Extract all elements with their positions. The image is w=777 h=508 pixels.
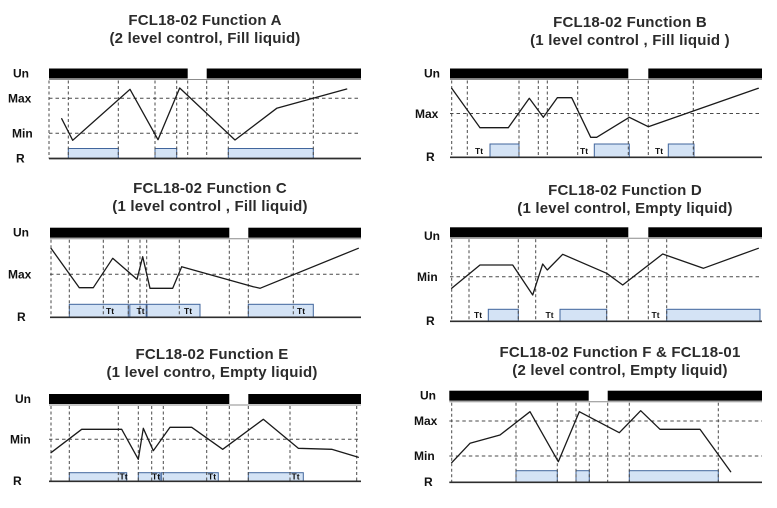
panel-title-line1: FCL18-02 Function E: [135, 346, 289, 363]
power-bar-segment: [248, 394, 361, 404]
power-bar-segment: [450, 227, 629, 238]
relay-on-box: [227, 148, 314, 159]
axis-label-r: R: [16, 152, 25, 166]
relay-on-box: [489, 143, 520, 158]
relay-on-box: [154, 148, 178, 159]
relay-on-box: [515, 470, 558, 483]
axis-label-min: Min: [10, 433, 31, 447]
panel-title-line2: (1 level control , Fill liquid ): [530, 32, 730, 49]
relay-on-box: [666, 308, 761, 322]
power-bar-segment: [49, 68, 188, 79]
axis-label-min: Min: [417, 270, 438, 284]
power-bar-segment: [648, 68, 762, 79]
signal-line: [61, 87, 348, 141]
relay-on-box: [559, 308, 608, 322]
axis-label-min: Min: [414, 449, 435, 463]
axis-label-un: Un: [13, 226, 29, 240]
relay-on-box: [628, 470, 719, 483]
power-bar-segment: [50, 227, 230, 238]
power-bar-segment: [450, 68, 629, 79]
signal-line: [451, 87, 759, 138]
tt-label: Tt: [137, 306, 145, 316]
relay-on-box: [667, 143, 695, 158]
panel-title-function-c: FCL18-02 Function C (1 level control , F…: [35, 180, 385, 216]
tt-label: Tt: [580, 146, 588, 156]
axis-label-r: R: [426, 314, 435, 328]
relay-on-box: [593, 143, 630, 158]
tt-label: Tt: [474, 310, 482, 320]
power-bar-segment: [449, 390, 589, 401]
axis-label-r: R: [424, 475, 433, 489]
panel-title-line2: (1 level control, Empty liquid): [517, 200, 733, 217]
tt-label: Tt: [546, 310, 554, 320]
panel-title-line1: FCL18-02 Function D: [548, 182, 702, 199]
relay-on-box: [487, 308, 519, 322]
panel-title-line2: (2 level control, Fill liquid): [109, 30, 301, 47]
axis-label-min: Min: [12, 127, 33, 141]
axis-label-r: R: [426, 150, 435, 164]
panel-title-function-d: FCL18-02 Function D (1 level control, Em…: [450, 182, 777, 218]
signal-line: [50, 418, 359, 460]
relay-on-box: [67, 148, 119, 159]
axis-label-un: Un: [13, 67, 29, 81]
tt-label: Tt: [208, 472, 216, 482]
tt-label: Tt: [120, 472, 128, 482]
axis-label-max: Max: [8, 268, 32, 282]
tt-label: Tt: [475, 146, 483, 156]
panel-title-function-f: FCL18-02 Function F & FCL18-01 (2 level …: [440, 344, 777, 380]
signal-line: [451, 247, 759, 296]
tt-label: Tt: [152, 472, 160, 482]
axis-label-un: Un: [420, 389, 436, 403]
axis-label-max: Max: [415, 107, 439, 121]
relay-on-box: [68, 303, 129, 318]
panel-title-line1: FCL18-02 Function B: [553, 14, 707, 31]
axis-label-r: R: [17, 310, 26, 324]
axis-label-un: Un: [15, 392, 31, 406]
signal-line: [50, 247, 359, 289]
axis-label-r: R: [13, 474, 22, 488]
axis-label-max: Max: [8, 92, 32, 106]
power-bar-segment: [206, 68, 361, 79]
panel-title-line2: (1 level contro, Empty liquid): [106, 364, 318, 381]
power-bar-segment: [248, 227, 361, 238]
panel-title-function-e: FCL18-02 Function E (1 level contro, Emp…: [37, 346, 387, 382]
signal-line: [451, 410, 732, 473]
panel-title-line1: FCL18-02 Function C: [133, 180, 287, 197]
axis-label-max: Max: [414, 414, 438, 428]
tt-label: Tt: [106, 306, 114, 316]
tt-label: Tt: [652, 310, 660, 320]
tt-label: Tt: [292, 472, 300, 482]
axis-label-un: Un: [424, 67, 440, 81]
panel-title-line1: FCL18-02 Function F & FCL18-01: [499, 344, 741, 361]
panel-title-function-b: FCL18-02 Function B (1 level control , F…: [450, 14, 777, 50]
power-bar-segment: [607, 390, 762, 401]
power-bar-segment: [648, 227, 762, 238]
tt-label: Tt: [184, 306, 192, 316]
panel-title-line1: FCL18-02 Function A: [128, 12, 282, 29]
panel-title-line2: (1 level control , Fill liquid): [112, 198, 308, 215]
relay-on-box: [146, 303, 201, 318]
panel-title-function-a: FCL18-02 Function A (2 level control, Fi…: [30, 12, 380, 48]
tt-label: Tt: [655, 146, 663, 156]
tt-label: Tt: [297, 306, 305, 316]
axis-label-un: Un: [424, 229, 440, 243]
panel-title-line2: (2 level control, Empty liquid): [512, 362, 728, 379]
relay-on-box: [575, 470, 590, 483]
power-bar-segment: [49, 394, 230, 404]
